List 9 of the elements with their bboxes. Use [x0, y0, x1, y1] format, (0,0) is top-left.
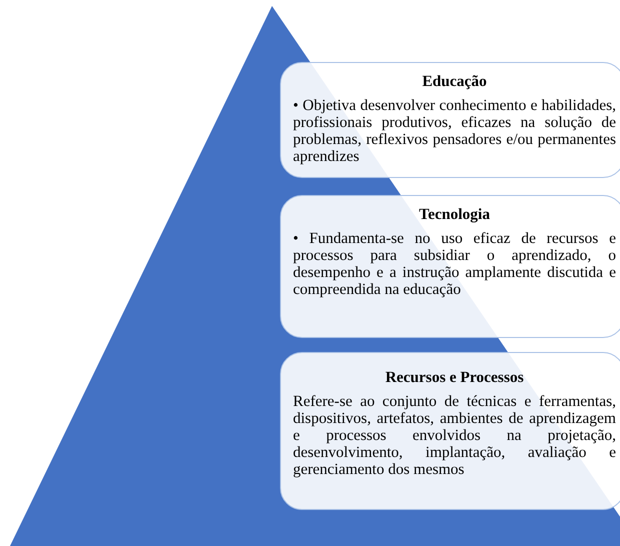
text-card [280, 352, 620, 510]
card-heading: Tecnologia [418, 206, 491, 224]
card-heading: Educação [421, 73, 488, 91]
card-text: • Objetiva desenvolver conhecimento e habilidades, profissionais produtivos, eficazes na solução de problemas, reflexivos pensadores e/ou permanentes aprendizes [293, 97, 616, 165]
card-text: Refere-se ao conjunto de técnicas e ferramentas, dispositivos, artefatos, ambientes de aprendizagem e processos envolvidos na projetação, desenvolvimento, implantação, avaliação e gerenciamento dos mesmos [293, 393, 616, 478]
card-heading: Recursos e Processos [384, 369, 525, 387]
card-text: • Fundamenta-se no uso eficaz de recursos e processos para subsidiar o aprendizado, o desempenho e a instrução amplamente discutida e compreendida na educação [293, 230, 616, 298]
text-card [280, 62, 620, 178]
text-card [280, 195, 620, 338]
